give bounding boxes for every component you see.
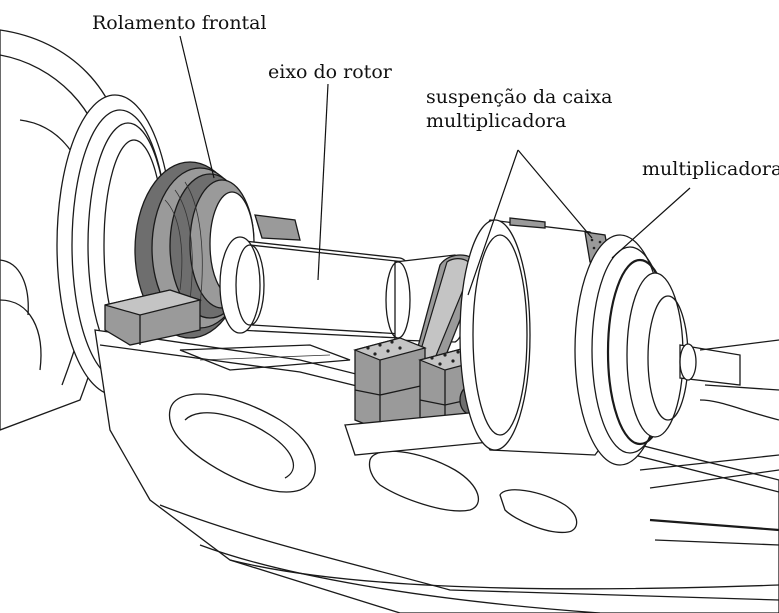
label-gearbox: multiplicadora: [642, 158, 779, 180]
leader-front-bearing: [179, 35, 215, 179]
leader-suspension-arm: [467, 149, 519, 296]
leader-rotor-shaft: [317, 83, 329, 281]
label-suspension-line2: multiplicadora: [426, 110, 567, 132]
label-suspension-line1: suspenção da caixa: [426, 86, 613, 108]
leader-gearbox: [611, 187, 691, 259]
label-rotor-shaft: eixo do rotor: [268, 61, 392, 83]
leader-lines: [179, 35, 691, 296]
bedplate-frame: [94, 329, 779, 613]
leader-suspension-top: [517, 149, 593, 239]
gearbox: [459, 217, 779, 466]
label-front-bearing: Rolamento frontal: [92, 12, 267, 34]
